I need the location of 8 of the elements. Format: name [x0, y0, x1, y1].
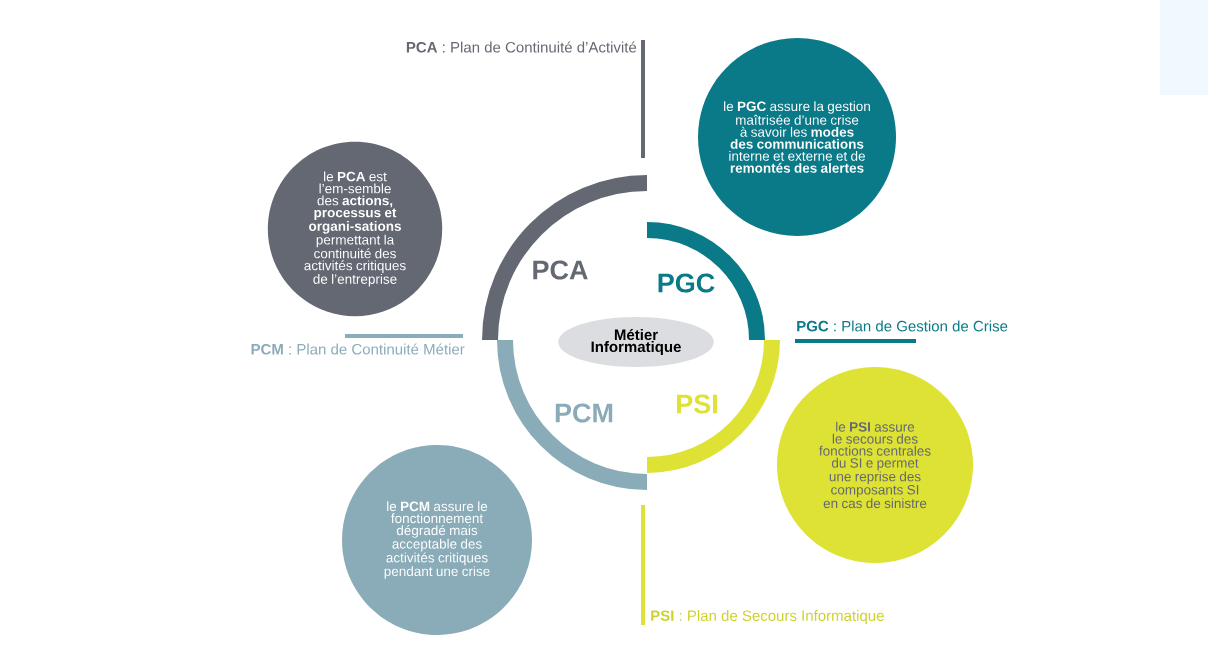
- definition-text: PCM : Plan de Continuité Métier: [251, 343, 465, 355]
- definition-text: PSI : Plan de Secours Informatique: [651, 610, 884, 624]
- segment-label: PCM: [555, 403, 613, 423]
- definition-text: PCA : Plan de Continuité d’Activité: [406, 41, 637, 53]
- definition-text: PGC : Plan de Gestion de Crise: [797, 320, 1008, 332]
- segment-label: PGC: [658, 273, 715, 293]
- segment-label: PCA: [533, 260, 588, 280]
- segment-label: PSI: [677, 394, 717, 414]
